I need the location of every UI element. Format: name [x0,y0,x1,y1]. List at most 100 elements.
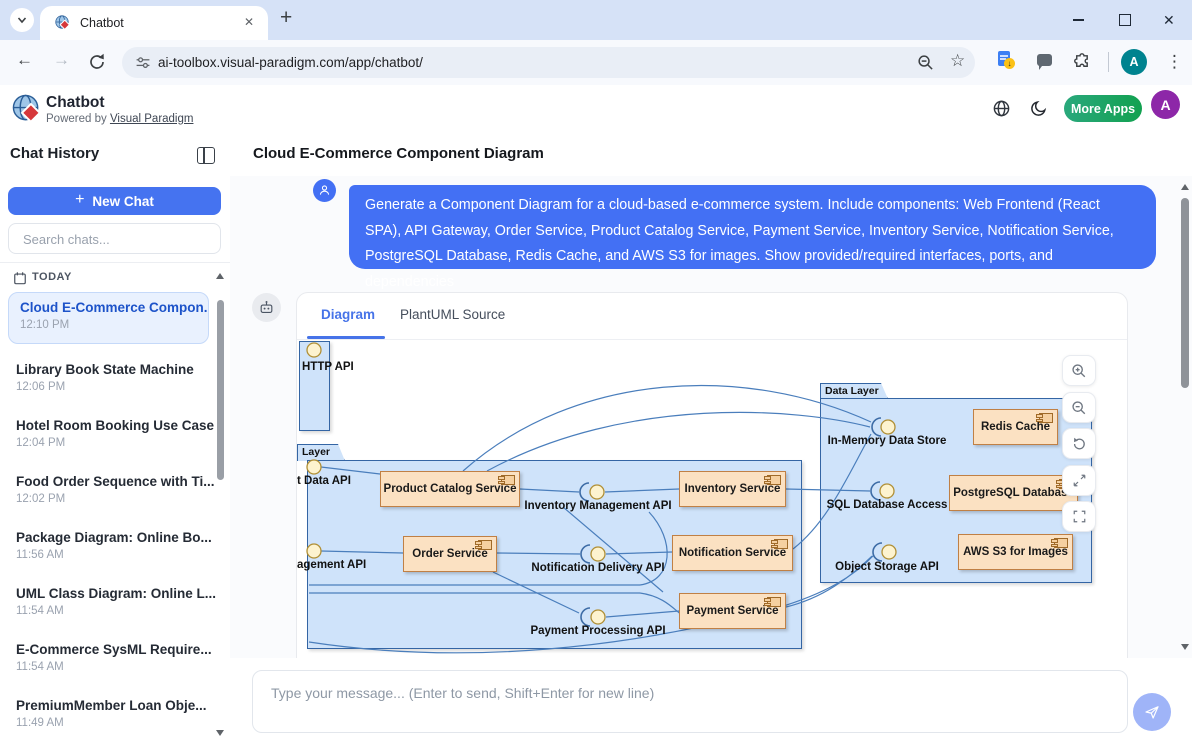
tab-diagram[interactable]: Diagram [321,307,376,322]
diagram-fullscreen-button[interactable] [1062,501,1096,532]
component-label: Redis Cache [980,421,1051,433]
visual-paradigm-link[interactable]: Visual Paradigm [109,113,194,125]
chat-extension-icon[interactable] [1037,54,1052,70]
message-input-box[interactable] [252,670,1128,733]
send-button[interactable] [1133,693,1171,731]
new-chat-button[interactable]: + New Chat [8,187,221,215]
diagram-tab-row: Diagram PlantUML Source [297,293,1127,340]
chat-history-item[interactable]: E-Commerce SysML Require... 11:54 AM [16,642,217,686]
chat-history-item[interactable]: Hotel Room Booking Use Case 12:04 PM [16,418,217,462]
sidebar-scrollbar-thumb[interactable] [217,300,224,480]
bookmark-star-icon[interactable]: ☆ [950,51,966,70]
component-label: AWS S3 for Images [963,546,1068,558]
omnibox[interactable]: ai-toolbox.visual-paradigm.com/app/chatb… [122,47,975,78]
user-message-bubble: Generate a Component Diagram for a cloud… [349,185,1156,290]
window-minimize-button[interactable] [1073,12,1089,28]
reload-button[interactable] [87,52,107,77]
browser-menu-icon[interactable]: ⋮ [1166,52,1183,71]
chat-history-item[interactable]: UML Class Diagram: Online L... 11:54 AM [16,586,217,630]
diagram-zoom-out-button[interactable] [1062,392,1096,423]
collapse-sidebar-icon[interactable] [197,147,215,164]
message-textarea[interactable] [269,683,1093,719]
zoom-in-icon [1072,363,1086,377]
app-logo [12,94,42,124]
calendar-icon [14,272,26,285]
doc-line [1000,55,1008,57]
person-icon [319,185,330,195]
component-order-service: Order Service [403,536,497,572]
reload-icon [90,53,104,69]
diagram-expand-button[interactable] [1062,465,1096,496]
chat-scroll-up-arrow[interactable] [1181,180,1189,190]
window-maximize-button[interactable] [1119,12,1135,28]
new-tab-button[interactable]: + [280,6,293,29]
chat-title: Food Order Sequence with Ti... [16,474,215,489]
reset-icon [1073,437,1085,449]
today-section-label: TODAY [32,271,72,283]
chat-scrollbar-thumb[interactable] [1181,198,1189,388]
conversation-title-bar: Cloud E-Commerce Component Diagram [230,133,1192,177]
chat-time: 12:10 PM [20,319,70,331]
tab-search-button[interactable] [10,8,34,32]
sidebar-scroll-up-arrow[interactable] [216,269,224,279]
bot-avatar [252,293,281,322]
chat-title: Hotel Room Booking Use Case [16,418,215,433]
new-chat-label: New Chat [92,193,154,209]
data-layer-package-tab: Data Layer [820,383,888,399]
interface-label-http-api: HTTP API [302,361,354,373]
chat-history-item[interactable]: Food Order Sequence with Ti... 12:02 PM [16,474,217,518]
search-input[interactable] [21,231,205,248]
chat-history-item-selected[interactable]: Cloud E-Commerce Compon... 12:10 PM [8,292,209,344]
component-aws-s3: AWS S3 for Images [958,534,1073,570]
powered-by: Powered by Visual Paradigm [46,113,193,125]
component-notification-service: Notification Service [672,535,793,571]
diagram-connectors [306,342,897,654]
window-close-button[interactable]: ✕ [1163,12,1175,28]
sidebar-scroll-down-arrow[interactable] [216,730,224,740]
back-button[interactable]: ← [16,50,33,69]
sidebar-divider [0,262,230,263]
diagram-zoom-in-button[interactable] [1062,355,1096,386]
more-apps-button[interactable]: More Apps [1064,95,1142,122]
browser-tab[interactable]: Chatbot ✕ [40,6,268,40]
browser-profile-avatar[interactable]: A [1121,49,1147,75]
powered-by-prefix: Powered by [46,113,110,125]
user-avatar[interactable]: A [1151,90,1180,119]
zoom-indicator-icon[interactable] [917,54,934,76]
chat-title: Package Diagram: Online Bo... [16,530,212,545]
chat-title: Cloud E-Commerce Compon... [20,300,208,315]
site-favicon [55,15,71,31]
component-payment-service: Payment Service [679,593,786,629]
component-icon [1051,538,1068,548]
site-settings-icon[interactable] [135,55,151,71]
component-postgresql-database: PostgreSQL Database [949,475,1078,511]
search-chats-box[interactable] [8,223,221,254]
diagram-reset-button[interactable] [1062,428,1096,459]
diagram-canvas[interactable]: Layer Data Layer [297,340,1127,658]
tab-plantuml-source[interactable]: PlantUML Source [400,307,506,322]
chat-time: 11:49 AM [16,717,64,729]
forward-button[interactable]: → [53,50,70,69]
robot-icon [260,300,273,314]
chat-time: 12:04 PM [16,437,66,449]
component-label: Product Catalog Service [383,483,517,495]
chat-title: Library Book State Machine [16,362,194,377]
chat-history-item[interactable]: Package Diagram: Online Bo... 11:56 AM [16,530,217,574]
app-title: Chatbot [46,94,105,111]
dark-mode-button[interactable] [1030,99,1048,122]
chevron-down-icon [17,17,27,24]
magnifier-minus-icon [918,55,933,70]
chat-history-title: Chat History [10,145,100,162]
extensions-puzzle-icon[interactable] [1072,52,1091,76]
chat-history-item[interactable]: PremiumMember Loan Obje... 11:49 AM [16,698,217,742]
tab-close-icon[interactable]: ✕ [244,15,255,29]
interface-label-payment-processing: Payment Processing API [530,625,666,637]
component-label: Payment Service [686,605,779,617]
chat-history-item[interactable]: Library Book State Machine 12:06 PM [16,362,217,406]
docs-offline-icon[interactable]: ↓ [998,51,1018,71]
url-text: ai-toolbox.visual-paradigm.com/app/chatb… [158,55,423,70]
language-globe-button[interactable] [992,99,1011,123]
message-input-bar [230,658,1192,745]
chat-scroll-down-arrow[interactable] [1181,644,1189,654]
interface-label-notification-delivery: Notification Delivery API [531,562,665,574]
